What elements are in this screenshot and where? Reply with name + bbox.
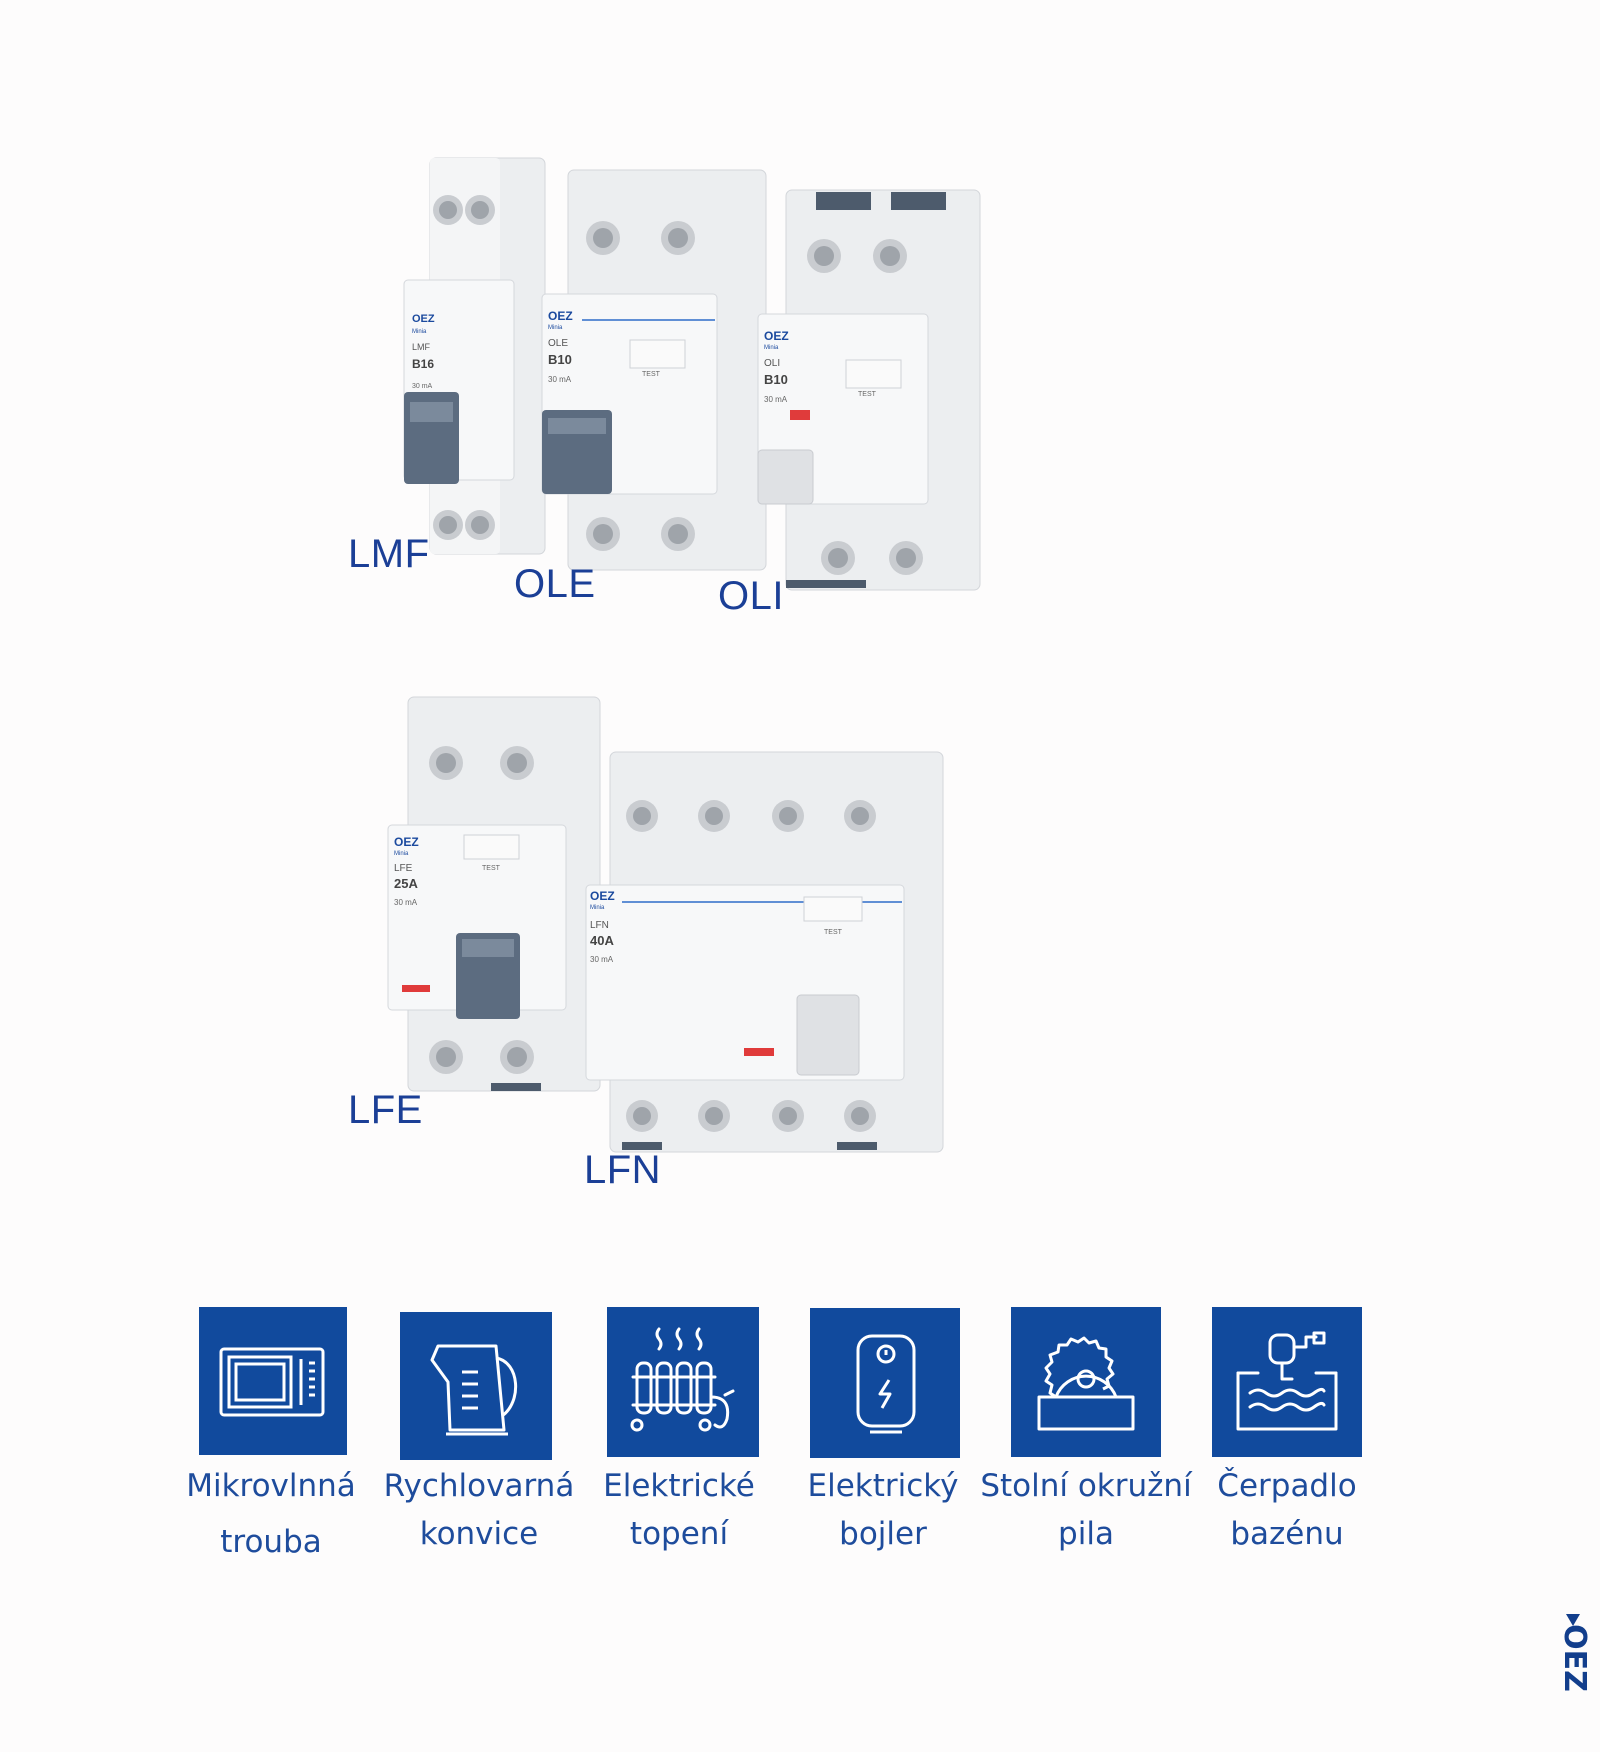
lfe-brand: OEZ [394, 835, 419, 849]
tile-kettle [400, 1312, 552, 1460]
ole-current: 30 mA [548, 375, 572, 384]
device-lmf-image: OEZ Minia LMF B16 30 mA [403, 157, 546, 555]
lmf-rating: B16 [412, 357, 434, 371]
device-label-lfe: LFE [348, 1088, 423, 1132]
device-ole: OEZ Minia OLE B10 30 mA TEST [540, 168, 770, 573]
caption-microwave: Mikrovlnná trouba [166, 1462, 376, 1566]
oli-brand: OEZ [764, 329, 789, 343]
oli-model: OLI [764, 358, 780, 369]
ole-series: Minia [548, 325, 563, 331]
device-label-ole: OLE [514, 562, 596, 606]
device-label-oli: OLI [718, 574, 784, 618]
ole-model: OLE [548, 338, 568, 349]
oli-series: Minia [764, 345, 779, 351]
tile-pool-pump [1212, 1307, 1362, 1457]
caption-heater: Elektrické topení [574, 1462, 784, 1558]
caption-saw: Stolní okružní pila [971, 1462, 1201, 1558]
caption-pool-pump: Čerpadlo bazénu [1182, 1462, 1392, 1558]
saw-icon [1037, 1336, 1135, 1431]
device-label-lfn: LFN [584, 1148, 662, 1192]
caption-saw-line1: Stolní okružní [980, 1468, 1192, 1504]
lfe-model: LFE [394, 863, 413, 874]
heater-icon [630, 1327, 735, 1432]
brand-triangle-icon [1566, 1614, 1580, 1626]
device-oli: OEZ Minia OLI B10 30 mA TEST [756, 188, 984, 593]
device-lfe-image: OEZ Minia LFE 25A 30 mA TEST [387, 696, 601, 1092]
lmf-model: LMF [412, 342, 431, 352]
caption-boiler-line2: bojler [839, 1516, 927, 1552]
lfn-brand: OEZ [590, 889, 615, 903]
caption-kettle: Rychlovarná konvice [374, 1462, 584, 1558]
device-lfn: OEZ Minia LFN 40A 30 mA TEST [582, 750, 947, 1155]
oli-current: 30 mA [764, 395, 788, 404]
caption-kettle-line2: konvice [419, 1516, 539, 1552]
lfe-rating: 25A [394, 876, 418, 891]
lfe-series: Minia [394, 851, 409, 857]
microwave-icon [219, 1347, 325, 1417]
caption-kettle-line1: Rychlovarná [383, 1468, 575, 1504]
lfe-test: TEST [482, 865, 501, 872]
pool-pump-icon [1236, 1331, 1338, 1431]
lfn-rating: 40A [590, 933, 614, 948]
device-label-lmf: LMF [348, 532, 430, 576]
lmf-series: Minia [412, 329, 427, 335]
device-ole-image: OEZ Minia OLE B10 30 mA TEST [541, 169, 767, 571]
lfn-current: 30 mA [590, 955, 614, 964]
caption-boiler-line1: Elektrický [807, 1468, 959, 1504]
lfe-current: 30 mA [394, 898, 418, 907]
oli-test: TEST [858, 391, 877, 398]
tile-boiler [810, 1308, 960, 1458]
tile-microwave [199, 1307, 347, 1455]
device-lmf: OEZ Minia LMF B16 30 mA [400, 150, 550, 558]
caption-heater-line1: Elektrické [603, 1468, 755, 1504]
caption-pool-pump-line2: bazénu [1230, 1516, 1344, 1552]
device-oli-image: OEZ Minia OLI B10 30 mA TEST [757, 189, 981, 591]
ole-brand: OEZ [548, 309, 573, 323]
lmf-current: 30 mA [412, 383, 433, 390]
lfn-model: LFN [590, 920, 609, 931]
caption-saw-line2: pila [1058, 1516, 1114, 1552]
boiler-icon [856, 1334, 916, 1434]
brand-logo: OEZ [1552, 1612, 1592, 1702]
device-lfe: OEZ Minia LFE 25A 30 mA TEST [386, 695, 604, 1095]
oli-rating: B10 [764, 372, 788, 387]
caption-boiler: Elektrický bojler [778, 1462, 988, 1558]
ole-rating: B10 [548, 352, 572, 367]
device-lfn-image: OEZ Minia LFN 40A 30 mA TEST [585, 751, 944, 1153]
caption-heater-line2: topení [629, 1516, 729, 1552]
kettle-icon [430, 1344, 517, 1436]
lmf-brand: OEZ [412, 313, 435, 325]
tile-heater [607, 1307, 759, 1457]
caption-microwave-line1: Mikrovlnná [186, 1468, 356, 1504]
caption-microwave-line2: trouba [220, 1524, 322, 1560]
caption-pool-pump-line1: Čerpadlo [1217, 1468, 1357, 1504]
ole-test: TEST [642, 371, 661, 378]
lfn-test: TEST [824, 929, 843, 936]
tile-saw [1011, 1307, 1161, 1457]
lfn-series: Minia [590, 905, 605, 911]
